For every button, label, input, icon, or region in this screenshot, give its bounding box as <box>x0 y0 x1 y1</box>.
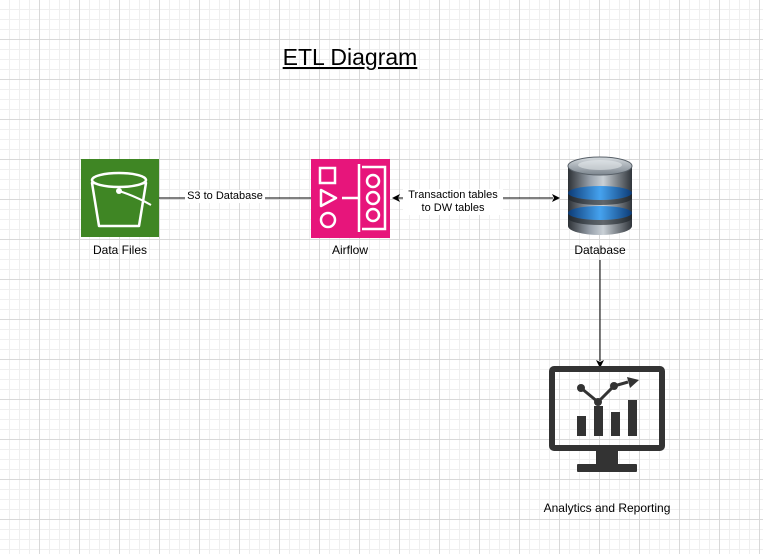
node-label-airflow: Airflow <box>331 243 368 257</box>
edge-label-transaction-tables: Transaction tables to DW tables <box>403 189 503 215</box>
arrowhead-start <box>392 194 400 202</box>
edge-label-line-1: Transaction tables <box>408 189 498 201</box>
node-label-database: Database <box>574 243 626 257</box>
node-label-analytics: Analytics and Reporting <box>543 501 671 515</box>
airflow-icon[interactable] <box>311 159 390 238</box>
arrowhead-end <box>552 194 560 202</box>
s3-bucket-icon[interactable] <box>81 159 159 237</box>
edge-database-to-analytics <box>596 260 604 368</box>
diagram-title: ETL Diagram <box>282 44 418 70</box>
node-label-data-files: Data Files <box>92 243 148 257</box>
arrowhead-end <box>596 360 604 368</box>
analytics-monitor-icon[interactable] <box>549 366 665 472</box>
edge-label-line-2: to DW tables <box>421 202 485 214</box>
edge-label-s3-to-database: S3 to Database <box>185 190 265 203</box>
database-icon[interactable] <box>567 156 633 235</box>
